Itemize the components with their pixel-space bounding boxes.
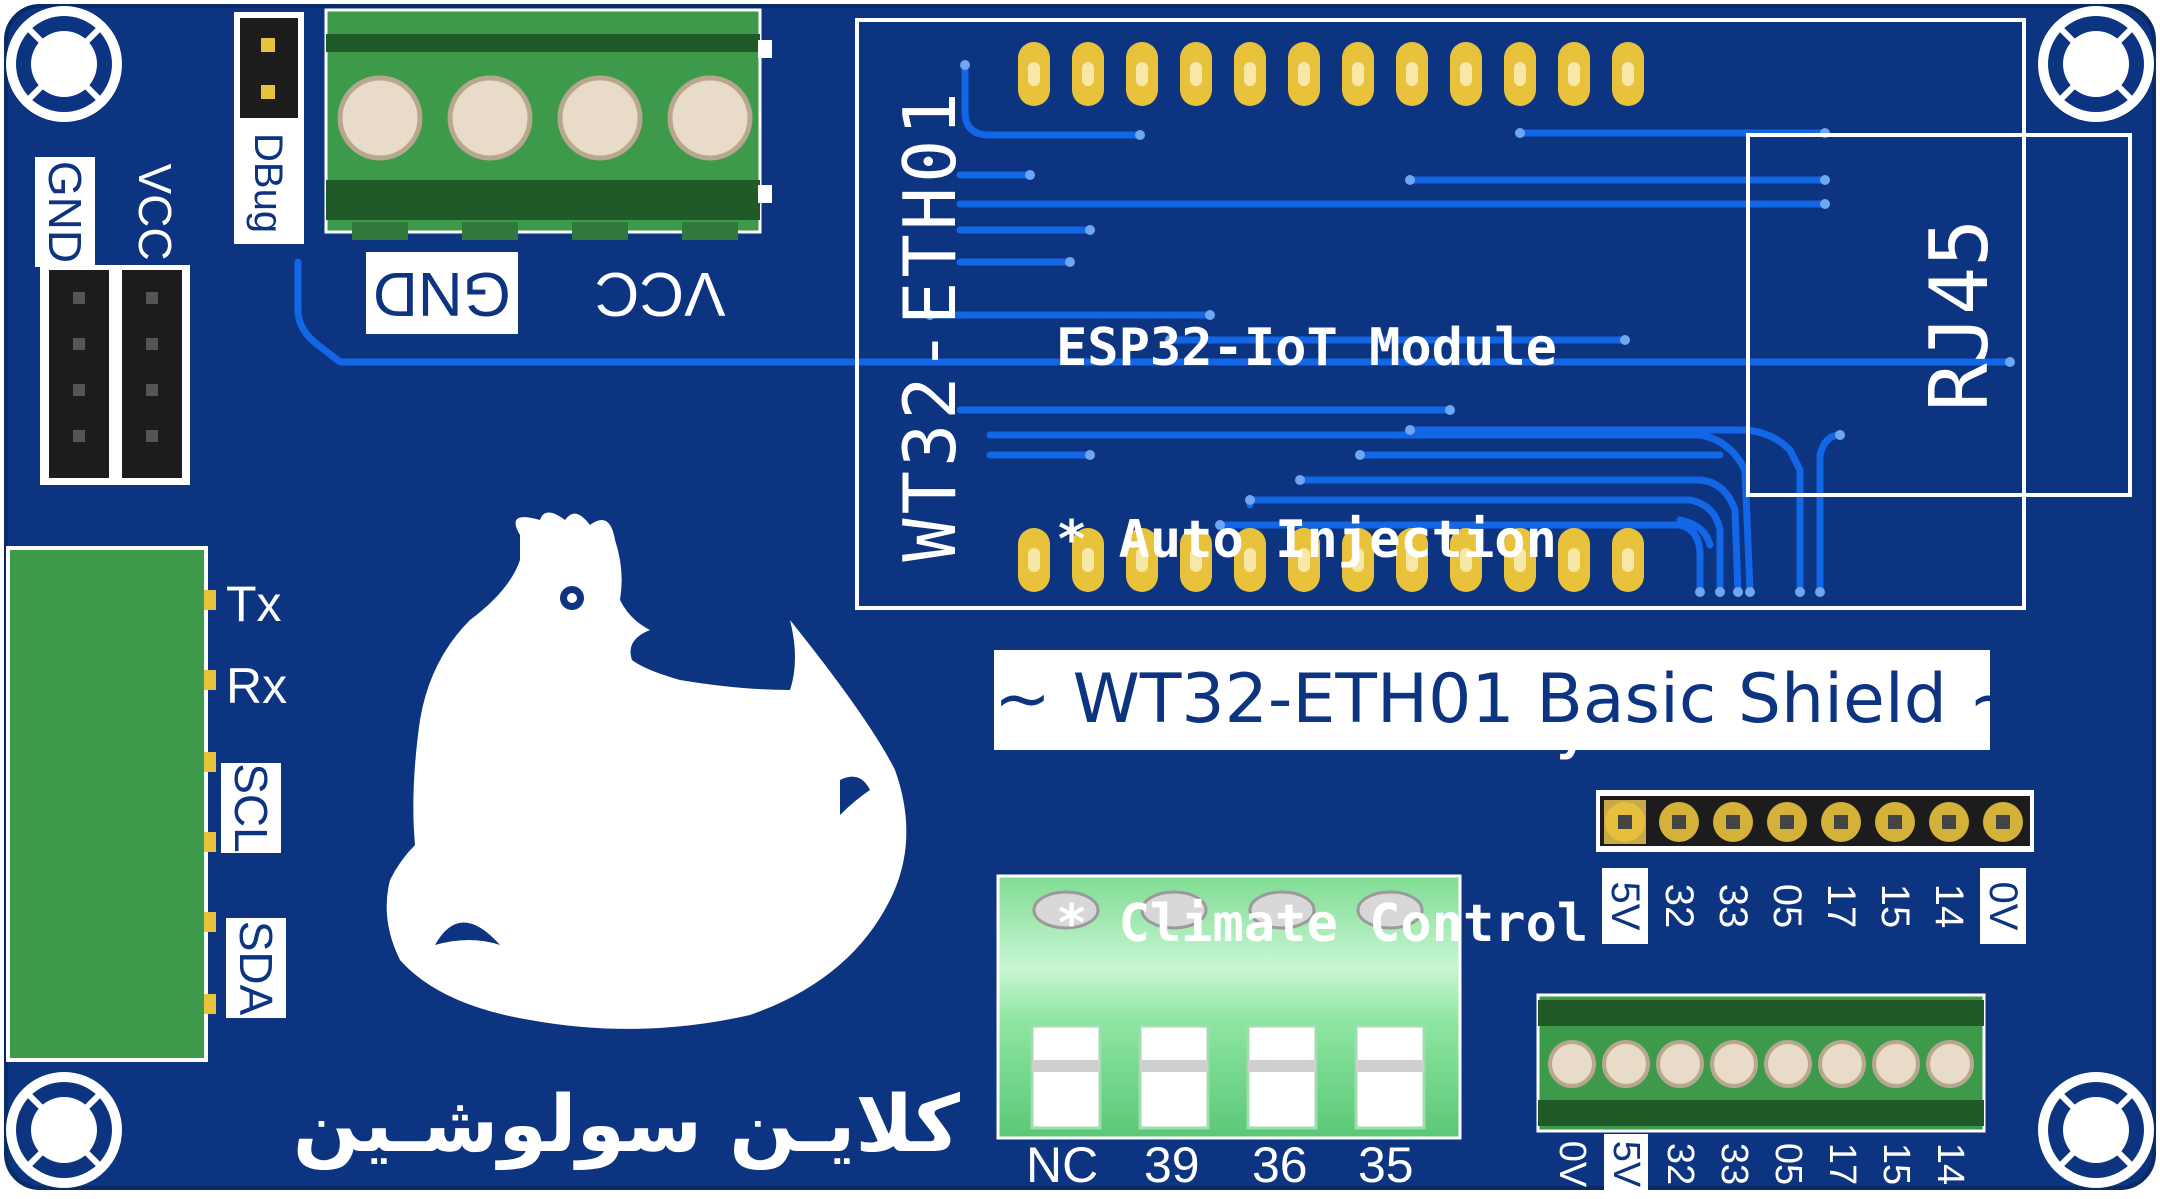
- serial-scl-label: SCL: [221, 763, 281, 853]
- input-label: NC: [1026, 1137, 1099, 1193]
- module-name-label: WT32-ETH01: [888, 88, 972, 562]
- copper-traces: [294, 61, 2014, 596]
- gpio-terminal-label: 0V: [1551, 1140, 1593, 1188]
- terminal-screw: [1764, 1040, 1812, 1088]
- terminal-screw: [1548, 1040, 1596, 1088]
- terminal-gnd-label: GND: [366, 252, 518, 334]
- description-line: * Auto Injection: [1056, 510, 1557, 570]
- header-pin: [146, 430, 158, 442]
- module-pads-bottom: [1018, 528, 1644, 592]
- gpio-header-label: 0V: [1980, 868, 2026, 944]
- gpio-terminal-label: 5V: [1604, 1134, 1648, 1194]
- board-title: ~ WT32-ETH01 Basic Shield ~: [994, 660, 2026, 739]
- header-pin: [1672, 815, 1686, 829]
- header-pin: [73, 384, 85, 396]
- terminal-screw: [337, 75, 423, 161]
- module-pads-top: [1018, 42, 1644, 106]
- gpio-terminal-label: 14: [1929, 1142, 1971, 1186]
- debug-label-box: DBug: [241, 133, 295, 233]
- mounting-hole-icon: [6, 6, 122, 122]
- terminal-vcc-label: VCC: [594, 259, 726, 328]
- terminal-screw: [1818, 1040, 1866, 1088]
- terminal-screw: [1710, 1040, 1758, 1088]
- terminal-slot: [1030, 1024, 1102, 1130]
- terminal-pin: [204, 590, 216, 610]
- terminal-screw: [1926, 1040, 1974, 1088]
- header-pin: [146, 384, 158, 396]
- input-screw-terminal: [996, 874, 1462, 1140]
- rj45-outline: [1746, 133, 2132, 497]
- description-line: * Climate Control: [1056, 894, 1589, 954]
- mounting-hole-icon: [2038, 1072, 2154, 1188]
- gpio-terminal-label: 17: [1821, 1142, 1863, 1186]
- terminal-screw: [667, 75, 753, 161]
- gpio-screw-terminal: [1536, 993, 1986, 1133]
- hen-logo-icon: [386, 512, 907, 1029]
- header-pin: [1780, 815, 1794, 829]
- header-pin: [73, 430, 85, 442]
- terminal-pin: [204, 832, 216, 852]
- input-terminal-labels: NC 39 36 35: [1018, 1136, 1438, 1194]
- mounting-hole-icon: [2038, 6, 2154, 122]
- header-pin: [73, 292, 85, 304]
- terminal-screw: [1656, 1040, 1704, 1088]
- gpio-header-label: 17: [1819, 883, 1863, 929]
- terminal-pin: [204, 752, 216, 772]
- header-pin: [73, 338, 85, 350]
- terminal-screw: [1032, 890, 1100, 930]
- terminal-slot: [1138, 1024, 1210, 1130]
- gpio-header-label: 05: [1765, 883, 1809, 929]
- header-pin: [1996, 815, 2010, 829]
- terminal-slot: [1354, 1024, 1426, 1130]
- gpio-header-label: 33: [1711, 883, 1755, 929]
- serial-tx-label: Tx: [226, 576, 282, 632]
- terminal-screw: [1356, 890, 1424, 930]
- gpio-terminal-label: 15: [1875, 1142, 1917, 1186]
- terminal-screw: [557, 75, 643, 161]
- serial-screw-terminal: [6, 546, 216, 1062]
- title-banner: ~ WT32-ETH01 Basic Shield ~: [994, 650, 2026, 750]
- input-label: 35: [1358, 1137, 1414, 1193]
- gpio-header-label: 15: [1873, 883, 1917, 929]
- terminal-pin: [204, 670, 216, 690]
- header-pin: [146, 292, 158, 304]
- gpio-header-label: 5V: [1602, 868, 1648, 944]
- mounting-hole-icon: [6, 1072, 122, 1188]
- input-label: 36: [1252, 1137, 1308, 1193]
- terminal-screw: [1248, 890, 1316, 930]
- description-line: ESP32-IoT Module: [1056, 318, 1557, 378]
- header-pin: [146, 338, 158, 350]
- gpio-header-label: 32: [1657, 883, 1701, 929]
- power-screw-terminal: [324, 8, 772, 240]
- terminal-pin: [204, 912, 216, 932]
- input-label: 39: [1144, 1137, 1200, 1193]
- module-description: ESP32-IoT Module * Auto Injection * O3 B…: [1056, 188, 1588, 1084]
- gpio-terminal-label: 32: [1659, 1142, 1701, 1186]
- serial-sda-label: SDA: [226, 918, 286, 1018]
- header-vcc-label: VCC: [129, 163, 181, 261]
- terminal-slot: [1246, 1024, 1318, 1130]
- terminal-screw: [1140, 890, 1208, 930]
- terminal-screw: [1602, 1040, 1650, 1088]
- gpio-pin-header: [1596, 790, 2034, 852]
- gpio-terminal-label: 33: [1713, 1142, 1755, 1186]
- gpio-header-label: 14: [1927, 883, 1971, 929]
- terminal-screw: [1872, 1040, 1920, 1088]
- rj45-label: RJ45: [1913, 218, 2006, 412]
- gpio-terminal-label: 05: [1767, 1142, 1809, 1186]
- header-pin: [1888, 815, 1902, 829]
- logo-text: كلايـن سولوشـين: [292, 1080, 960, 1170]
- header-pin: [1942, 815, 1956, 829]
- serial-rx-label: Rx: [226, 658, 288, 714]
- terminal-screw: [447, 75, 533, 161]
- terminal-pin: [204, 994, 216, 1014]
- header-pin: [1726, 815, 1740, 829]
- header-pin: [1834, 815, 1848, 829]
- module-outline: [855, 18, 2026, 610]
- header-pin: [1618, 815, 1632, 829]
- header-gnd-label: GND: [35, 157, 95, 267]
